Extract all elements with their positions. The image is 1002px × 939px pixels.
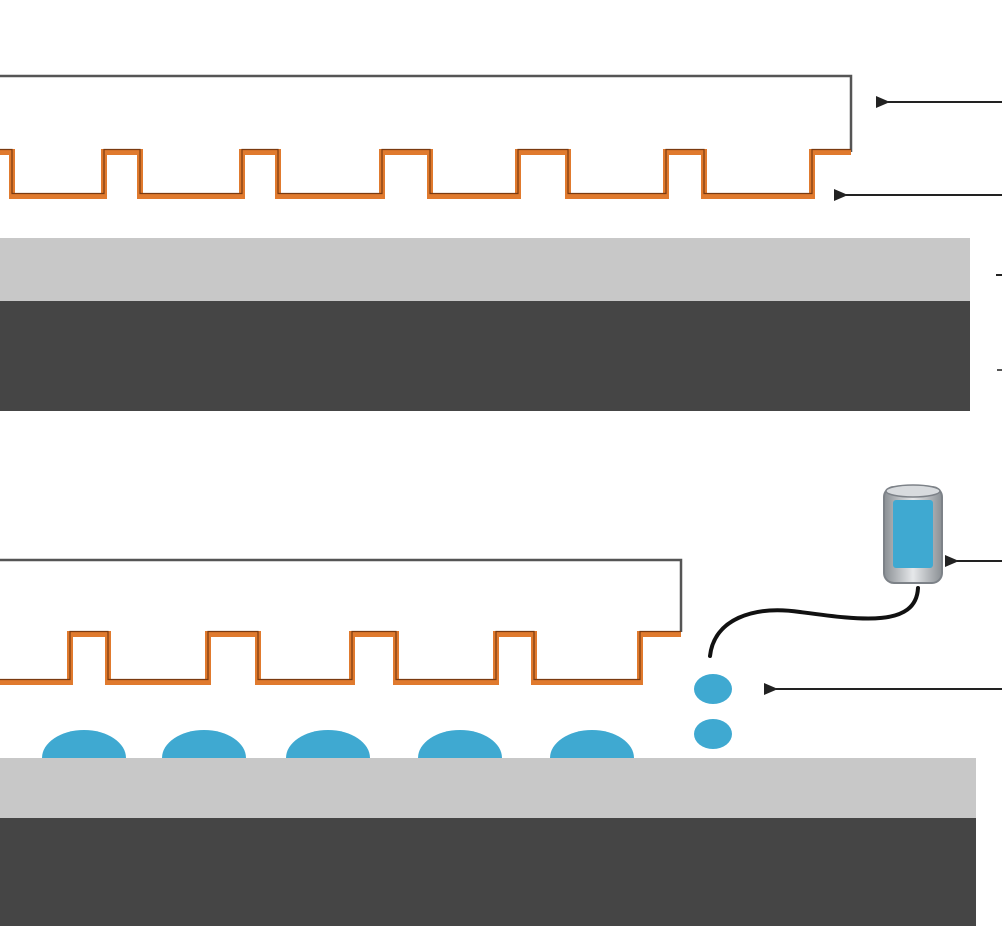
top-panel	[0, 74, 1002, 411]
droplet	[162, 730, 246, 758]
substrate-bottom	[0, 818, 976, 926]
resist-layer-bottom	[0, 758, 976, 818]
mold-plate-top	[0, 74, 853, 152]
resist-droplets	[42, 730, 634, 758]
dispenser-cartridge-icon	[883, 484, 943, 584]
droplet	[418, 730, 502, 758]
mold-pattern-bottom	[0, 631, 681, 685]
droplet	[42, 730, 126, 758]
droplet	[286, 730, 370, 758]
substrate-top	[0, 301, 970, 411]
falling-droplet	[694, 719, 732, 749]
droplet	[550, 730, 634, 758]
mold-plate-bottom	[0, 558, 683, 632]
bottom-panel	[0, 484, 1002, 926]
falling-droplet	[694, 674, 732, 704]
mold-pattern-top-edge	[0, 148, 851, 195]
dispenser-tube	[708, 586, 920, 658]
mold-pattern-bottom-edge	[0, 630, 681, 681]
mold-pattern-top	[0, 149, 851, 199]
resist-layer-top	[0, 238, 970, 301]
